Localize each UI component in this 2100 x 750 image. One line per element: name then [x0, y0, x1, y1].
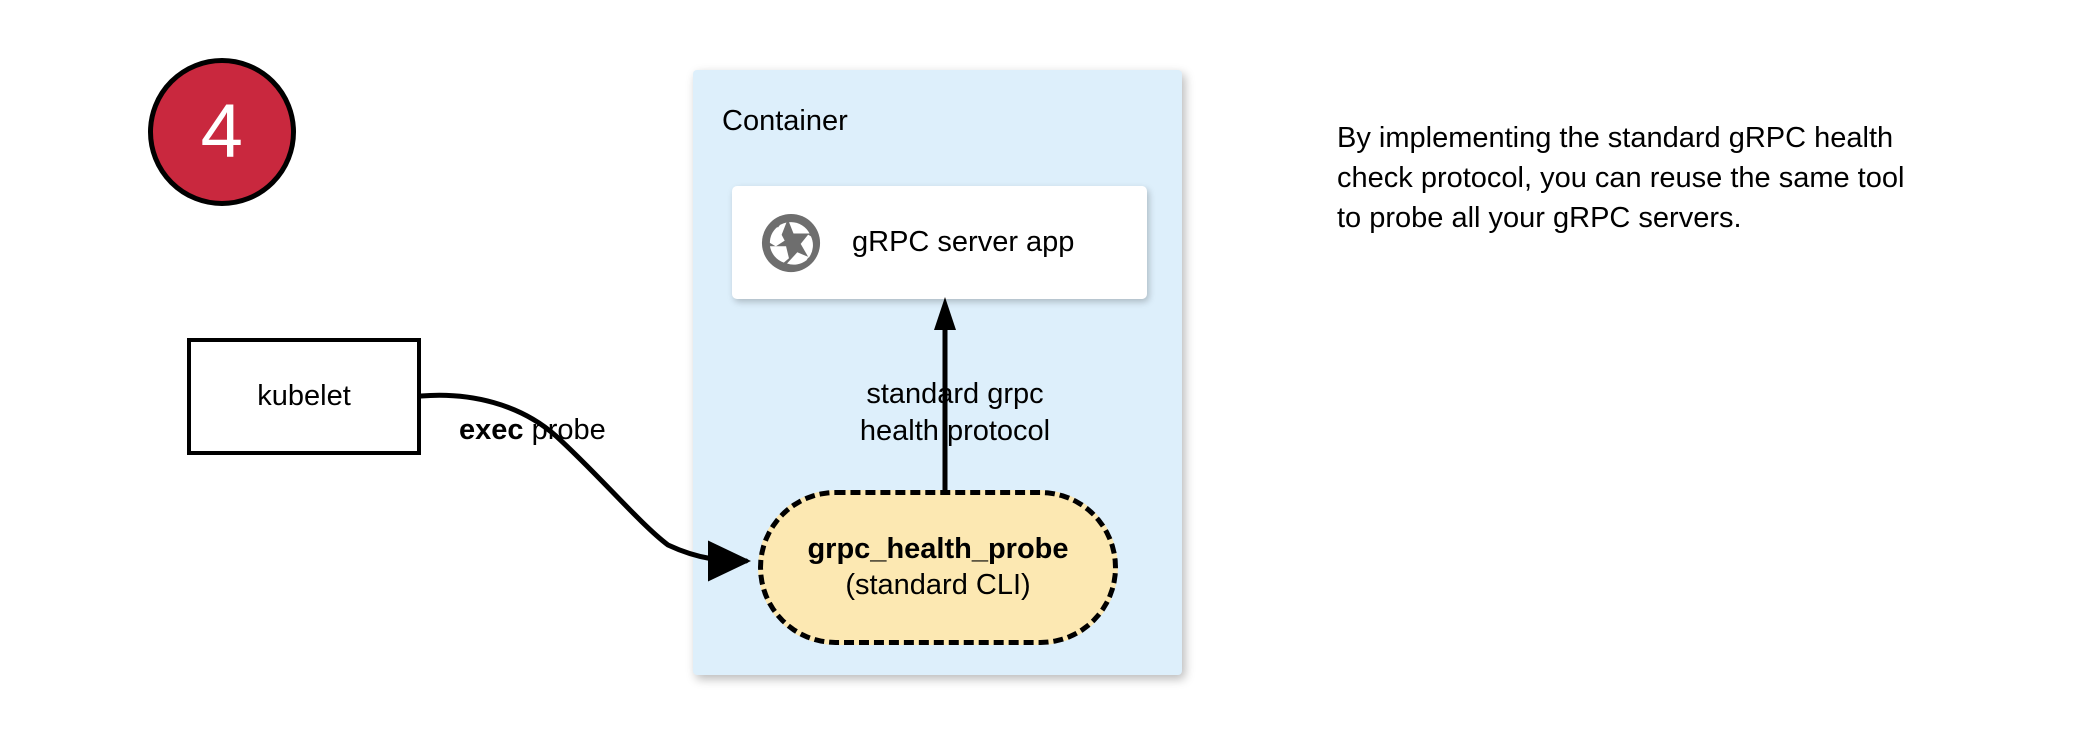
grpc-health-probe-subtitle: (standard CLI): [845, 568, 1031, 601]
exec-probe-normal-text: probe: [523, 414, 606, 446]
step-number-text: 4: [200, 89, 244, 174]
protocol-edge-label: standard grpc health protocol: [845, 376, 1065, 450]
aperture-icon: [761, 213, 821, 272]
grpc-server-app-card: gRPC server app: [732, 186, 1147, 299]
kubelet-node: kubelet: [187, 338, 421, 455]
container-label: Container: [722, 105, 848, 137]
grpc-health-probe-node: grpc_health_probe (standard CLI): [758, 490, 1118, 645]
exec-probe-edge-label: exec probe: [459, 414, 606, 447]
protocol-edge-label-line2: health protocol: [859, 415, 1051, 448]
protocol-edge-label-line1: standard grpc: [866, 378, 1044, 410]
exec-probe-bold-text: exec: [459, 414, 524, 446]
kubelet-label: kubelet: [257, 379, 351, 412]
description-text: By implementing the standard gRPC health…: [1337, 122, 1905, 235]
step-number-badge: 4: [148, 58, 296, 206]
grpc-server-app-label: gRPC server app: [852, 225, 1075, 258]
grpc-health-probe-title: grpc_health_probe: [807, 533, 1069, 566]
